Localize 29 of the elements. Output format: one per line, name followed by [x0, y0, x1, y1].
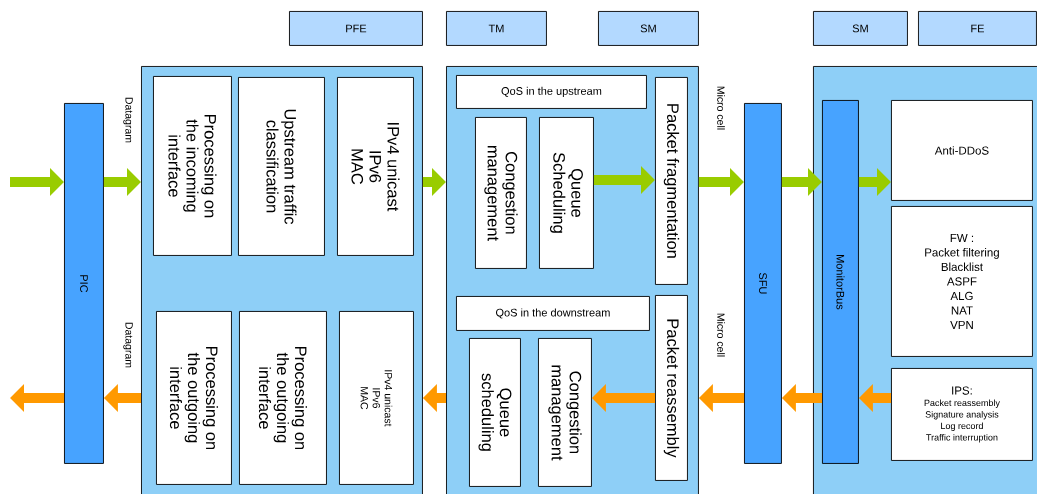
- function-box: Congestion management: [475, 117, 527, 269]
- function-box: Queue scheduling: [469, 338, 521, 487]
- function-box: Packet fragmentation: [655, 77, 688, 285]
- function-box: Packet reassembly: [655, 295, 688, 481]
- function-box: Anti-DDoS: [891, 100, 1033, 201]
- edge-label: Micro cell: [716, 84, 726, 132]
- bus-bar: SFU: [744, 103, 782, 464]
- section-header: SM: [813, 11, 908, 46]
- section-header: SM: [598, 11, 699, 46]
- bus-bar: PIC: [64, 103, 104, 464]
- function-box: Congestion management: [538, 338, 592, 487]
- bus-bar: MonitorBus: [822, 100, 859, 464]
- function-box: IPv4 unicast IPv6 MAC: [339, 311, 414, 485]
- section-header: PFE: [289, 11, 423, 46]
- function-box: Processing on the outgoing interface: [156, 311, 232, 485]
- function-box: Queue Scheduling: [539, 117, 594, 269]
- function-box: IPv4 unicast IPv6 MAC: [337, 77, 414, 256]
- function-box: Processing on the outgoing interface: [239, 311, 327, 485]
- function-box: Processing on the incoming interface: [153, 76, 232, 256]
- function-box: QoS in the upstream: [456, 75, 647, 109]
- function-box: QoS in the downstream: [456, 296, 650, 331]
- edge-label: Micro cell: [716, 311, 726, 359]
- section-header: FE: [918, 11, 1037, 46]
- function-box: Upstream traffic classification: [238, 77, 325, 256]
- edge-label: Datagram: [122, 320, 134, 370]
- edge-label: Datagram: [122, 95, 134, 145]
- function-box: IPS: Packet reassembly Signature analysis Log record Traffic interruption: [891, 368, 1033, 461]
- function-box: FW : Packet filtering Blacklist ASPF ALG NAT VPN: [891, 206, 1033, 357]
- section-header: TM: [446, 11, 547, 46]
